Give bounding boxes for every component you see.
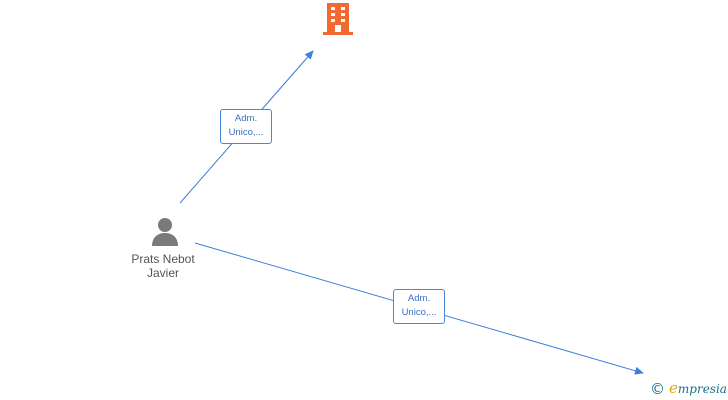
- edge-label-company-role[interactable]: Adm. Unico,...: [220, 109, 272, 144]
- edge-label-offscreen-role[interactable]: Adm. Unico,...: [393, 289, 445, 324]
- empresia-watermark: © empresia: [650, 380, 727, 398]
- edge-label-line2: Unico,...: [401, 307, 437, 318]
- edge-label-line1: Adm.: [234, 113, 258, 124]
- company-node[interactable]: [322, 2, 354, 36]
- brand-initial: e: [669, 379, 678, 397]
- person-name-line2: Javier: [146, 266, 179, 280]
- copyright-icon: ©: [650, 379, 665, 398]
- person-node[interactable]: [150, 216, 180, 246]
- brand-logo: empresia: [669, 381, 727, 397]
- building-icon: [323, 3, 353, 35]
- edge-label-line2: Unico,...: [228, 127, 264, 138]
- person-name-line1: Prats Nebot: [131, 252, 195, 266]
- person-name-label[interactable]: Prats Nebot Javier: [113, 252, 213, 280]
- brand-name: mpresia: [677, 382, 727, 396]
- person-icon: [152, 218, 178, 246]
- edge-label-line1: Adm.: [407, 293, 431, 304]
